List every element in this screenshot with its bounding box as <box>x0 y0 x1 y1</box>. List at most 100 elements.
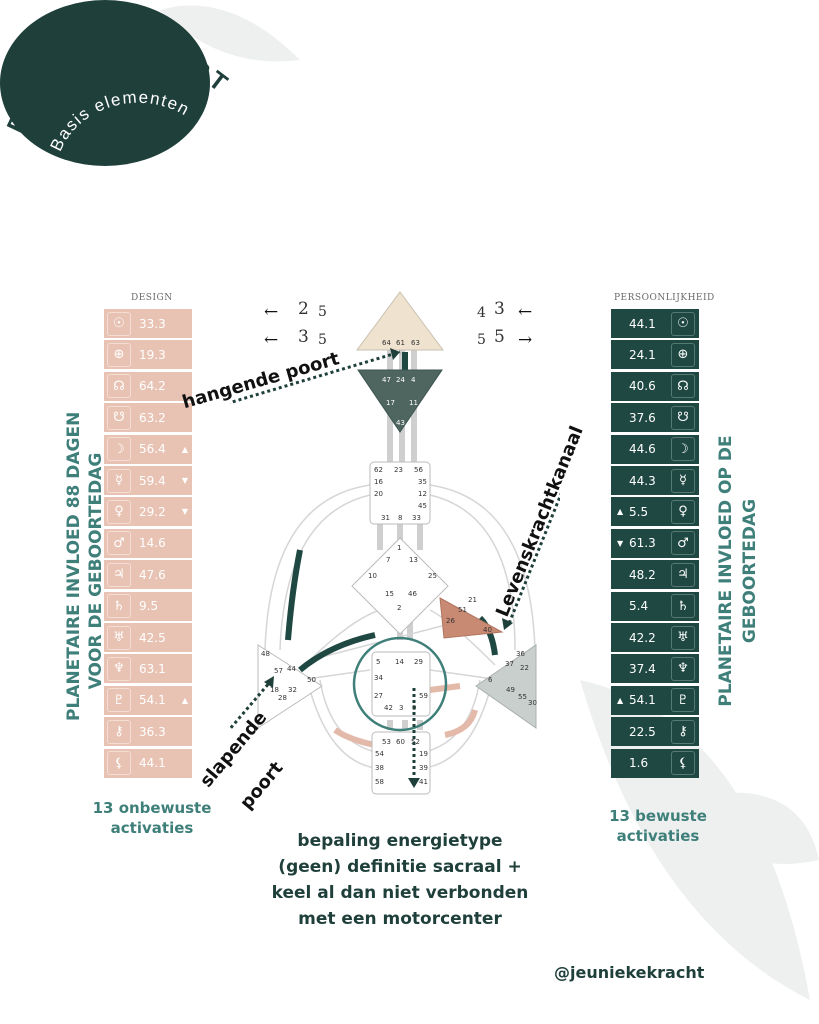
activation-value: 61.3 <box>629 536 656 551</box>
planet-icon: ♆ <box>107 656 131 681</box>
personality-row: 37.6☋ <box>611 403 699 433</box>
design-row: ♇54.1▲ <box>104 685 192 715</box>
left-vertical-line2: VOOR DE GEBOORTEDAG <box>86 452 106 690</box>
design-row: ☿59.4▼ <box>104 466 192 495</box>
design-row: ☉33.3 <box>104 309 192 338</box>
planet-icon: ⚷ <box>671 719 695 744</box>
right-footer-count: 13 bewuste <box>609 807 707 825</box>
variable-arrow: → <box>518 330 533 350</box>
badge-question: WAT ZIE JE? <box>66 172 183 192</box>
planet-icon: ☿ <box>107 468 131 493</box>
variable-value: 5 <box>318 332 327 348</box>
gate-label: 33 <box>412 514 421 522</box>
planet-icon: ☽ <box>671 437 695 462</box>
gate-label: 41 <box>419 778 428 786</box>
variable-value: 4 <box>477 305 486 321</box>
badge-arc-text: ENERGIEKAART Basis elementen <box>2 41 235 154</box>
gate-label: 46 <box>408 590 417 598</box>
gate-label: 49 <box>506 686 515 694</box>
activation-value: 36.3 <box>139 724 166 739</box>
gate-label: 58 <box>375 778 384 786</box>
activation-value: 42.2 <box>629 630 656 645</box>
gate-label: 22 <box>520 664 529 672</box>
activation-value: 54.1 <box>139 693 166 708</box>
planet-icon: ♄ <box>671 594 695 619</box>
activation-value: 44.6 <box>629 442 656 457</box>
gate-label: 31 <box>381 514 390 522</box>
planet-icon: ♇ <box>107 688 131 713</box>
gate-label: 38 <box>375 764 384 772</box>
fixing-mark-icon: ▼ <box>181 507 188 517</box>
social-handle: @jeuniekekracht <box>554 963 705 982</box>
activation-value: 42.5 <box>139 630 166 645</box>
main-text-line: bepaling energietype <box>297 831 503 851</box>
planet-icon: ♆ <box>671 656 695 681</box>
activation-value: 40.6 <box>629 379 656 394</box>
gate-label: 45 <box>418 502 427 510</box>
planet-icon: ⚸ <box>671 751 695 776</box>
activation-value: 19.3 <box>139 347 166 362</box>
gate-label: 24 <box>396 376 405 384</box>
personality-row: 22.5⚷ <box>611 717 699 747</box>
gate-label: 23 <box>394 466 403 474</box>
gate-label: 55 <box>518 693 527 701</box>
variable-value: 3 <box>298 327 309 347</box>
gate-label: 15 <box>385 590 394 598</box>
gate-label: 5 <box>376 658 380 666</box>
gate-label: 50 <box>307 676 316 684</box>
gate-label: 61 <box>396 339 405 347</box>
activation-value: 56.4 <box>139 442 166 457</box>
planet-icon: ♅ <box>671 625 695 650</box>
left-vertical-line1: PLANETAIRE INVLOED 88 DAGEN <box>64 411 84 721</box>
gate-label: 10 <box>368 572 377 580</box>
personality-row: 40.6☊ <box>611 371 699 401</box>
planet-icon: ☿ <box>671 468 695 493</box>
gate-label: 44 <box>287 665 296 673</box>
planet-icon: ♂ <box>107 531 131 556</box>
activation-value: 1.6 <box>629 756 649 771</box>
gate-label: 12 <box>418 490 427 498</box>
variable-value: 3 <box>494 299 505 319</box>
design-row: ⚷36.3 <box>104 717 192 747</box>
gate-label: 59 <box>419 692 428 700</box>
variable-value: 5 <box>477 332 486 348</box>
gate-label: 19 <box>419 750 428 758</box>
design-row: ♄9.5 <box>104 591 192 621</box>
gate-label: 54 <box>375 750 384 758</box>
activation-value: 63.1 <box>139 661 166 676</box>
personality-row: 44.6 ☽ <box>611 434 699 464</box>
design-row: ♆ 63.1 <box>104 654 192 684</box>
gate-label: 35 <box>418 478 427 486</box>
design-row: ☋63.2 <box>104 403 192 433</box>
main-text-line: keel al dan niet verbonden <box>271 883 529 903</box>
planet-icon: ☋ <box>107 405 131 430</box>
personality-row: 44.1☉ <box>611 309 699 338</box>
planet-icon: ♅ <box>107 625 131 650</box>
gate-label: 28 <box>278 694 287 702</box>
personality-row: 24.1⊕ <box>611 340 699 370</box>
personality-row: ▼61.3♂ <box>611 528 699 558</box>
activation-value: 64.2 <box>139 379 166 394</box>
personality-row: 44.3☿ <box>611 466 699 495</box>
svg-text:Basis elementen: Basis elementen <box>47 87 194 154</box>
badge-subtitle: Basis elementen <box>47 87 192 154</box>
personality-row: 37.4♆ <box>611 654 699 684</box>
activation-value: 5.5 <box>629 504 649 519</box>
activation-value: 47.6 <box>139 567 166 582</box>
personality-row: 1.6 ⚸ <box>611 748 699 778</box>
gate-label: 51 <box>458 606 467 614</box>
gate-label: 6 <box>488 676 493 684</box>
svg-text:ENERGIEKAART: ENERGIEKAART <box>2 41 235 137</box>
gate-label: 36 <box>516 650 525 658</box>
gate-label: 57 <box>274 667 283 675</box>
variable-value: 5 <box>318 304 327 320</box>
activation-value: 48.2 <box>629 567 656 582</box>
gate-label: 25 <box>428 572 437 580</box>
planet-icon: ☊ <box>107 374 131 399</box>
planet-icon: ☽ <box>107 437 131 462</box>
personality-row: 5.4♄ <box>611 591 699 621</box>
personality-row: 42.2 ♅ <box>611 623 699 652</box>
gate-label: 62 <box>374 466 383 474</box>
design-row: ♃47.6 <box>104 560 192 590</box>
activation-value: 24.1 <box>629 347 656 362</box>
